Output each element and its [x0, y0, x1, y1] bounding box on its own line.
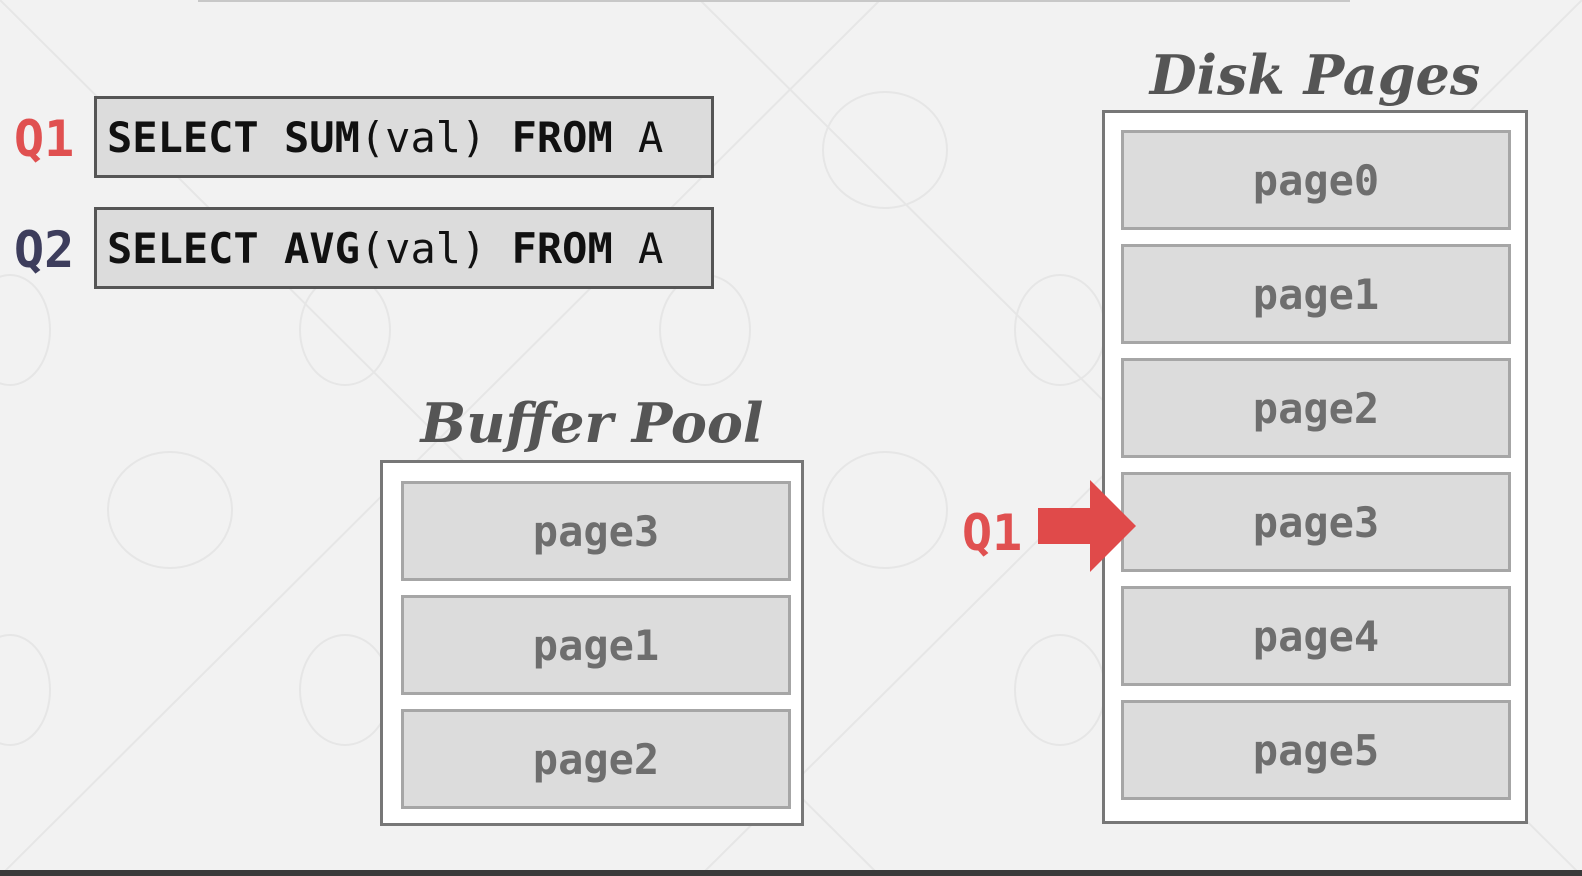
database-icon	[0, 634, 51, 746]
bottom-bar	[0, 870, 1582, 876]
disk-page-3: page3	[1121, 472, 1511, 572]
database-icon	[299, 274, 391, 386]
skull-icon	[822, 451, 948, 569]
buffer-pool-title: Buffer Pool	[420, 391, 764, 455]
query-1-box: SELECT SUM(val) FROM A	[94, 96, 714, 178]
disk-page-2: page2	[1121, 358, 1511, 458]
cursor-query-label: Q1	[962, 504, 1023, 562]
buffer-frame-0: page3	[401, 481, 791, 581]
function-sum: SUM	[284, 112, 360, 162]
database-icon	[0, 274, 51, 386]
query-1-label: Q1	[14, 110, 75, 168]
keyword-from: FROM	[511, 112, 613, 162]
top-divider	[198, 0, 1350, 2]
query-2-label: Q2	[14, 221, 75, 279]
keyword-from: FROM	[511, 223, 613, 273]
disk-page-1: page1	[1121, 244, 1511, 344]
skull-icon	[107, 451, 233, 569]
disk-page-4: page4	[1121, 586, 1511, 686]
database-icon	[1014, 274, 1106, 386]
buffer-frame-2: page2	[401, 709, 791, 809]
disk-page-5: page5	[1121, 700, 1511, 800]
buffer-frame-1: page1	[401, 595, 791, 695]
keyword-select: SELECT	[107, 112, 259, 162]
query-2-box: SELECT AVG(val) FROM A	[94, 207, 714, 289]
cursor-arrow-icon	[1038, 480, 1136, 572]
database-icon	[659, 274, 751, 386]
skull-icon	[822, 91, 948, 209]
keyword-select: SELECT	[107, 223, 259, 273]
database-icon	[299, 634, 391, 746]
function-avg: AVG	[284, 223, 360, 273]
disk-page-0: page0	[1121, 130, 1511, 230]
database-icon	[1014, 634, 1106, 746]
disk-pages-title: Disk Pages	[1149, 43, 1481, 107]
